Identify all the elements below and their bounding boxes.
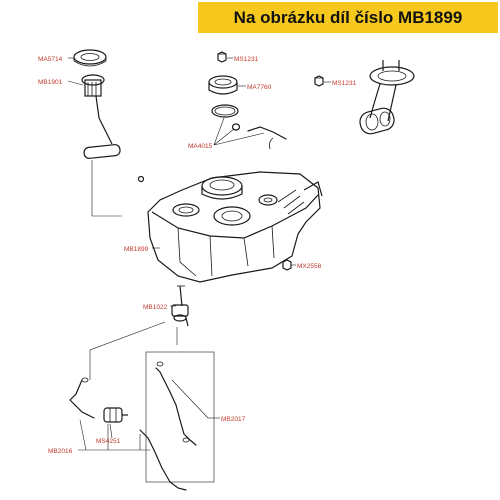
label-mb1022: MB1022 bbox=[143, 304, 168, 311]
label-mb1899: MB1899 bbox=[124, 246, 149, 253]
label-mb2016: MB2016 bbox=[48, 448, 73, 455]
ma4015-clamp-hose-part[interactable] bbox=[211, 104, 287, 150]
mb2016-hose-part[interactable] bbox=[69, 377, 95, 419]
label-ma7760: MA7760 bbox=[247, 84, 272, 91]
lower-hose-part[interactable] bbox=[139, 429, 187, 491]
label-ms1231-top: MS1231 bbox=[234, 56, 259, 63]
mb1899-fuel-tank-part[interactable] bbox=[147, 171, 323, 283]
mb2016-leader-1 bbox=[79, 419, 87, 451]
ma7760-gasket-part[interactable] bbox=[208, 75, 238, 95]
mb2017-assembly-box bbox=[145, 351, 215, 483]
label-mb2017: MB2017 bbox=[221, 416, 246, 423]
mb1901-fuel-sender-part[interactable] bbox=[81, 74, 121, 159]
label-ms1231-right: MS1231 bbox=[332, 80, 357, 87]
ms1231-top-nut-part[interactable] bbox=[217, 51, 227, 63]
label-ma5714: MA5714 bbox=[38, 56, 63, 63]
sender-assembly-line bbox=[91, 160, 122, 217]
tap-assembly-line bbox=[89, 321, 166, 380]
ma5714-ring-part[interactable] bbox=[73, 49, 107, 67]
mb1901-leader bbox=[67, 80, 84, 86]
label-mb1901: MB1901 bbox=[38, 79, 63, 86]
ma4015-leader-1 bbox=[213, 117, 225, 146]
mb2017-leader bbox=[171, 379, 209, 419]
ms4251-fuel-filter-part[interactable] bbox=[103, 407, 128, 423]
small-screw-part[interactable] bbox=[137, 175, 145, 183]
ma4015-leader-3 bbox=[213, 132, 265, 146]
mb1022-fuel-tap-part[interactable] bbox=[171, 285, 189, 327]
part-number-banner: Na obrázku díl číslo MB1899 bbox=[198, 2, 498, 33]
ms1231-right-nut-part[interactable] bbox=[314, 75, 324, 87]
label-ma4015: MA4015 bbox=[188, 143, 213, 150]
fuel-pump-part[interactable] bbox=[358, 60, 415, 136]
mb2017-hose-part[interactable] bbox=[155, 361, 197, 446]
label-mx2558: MX2558 bbox=[297, 263, 322, 270]
ms4251-leader bbox=[109, 423, 113, 439]
mx2558-bolt-part[interactable] bbox=[282, 259, 292, 271]
banner-text: Na obrázku díl číslo MB1899 bbox=[233, 7, 463, 27]
ma4015-leader-2 bbox=[213, 128, 235, 146]
